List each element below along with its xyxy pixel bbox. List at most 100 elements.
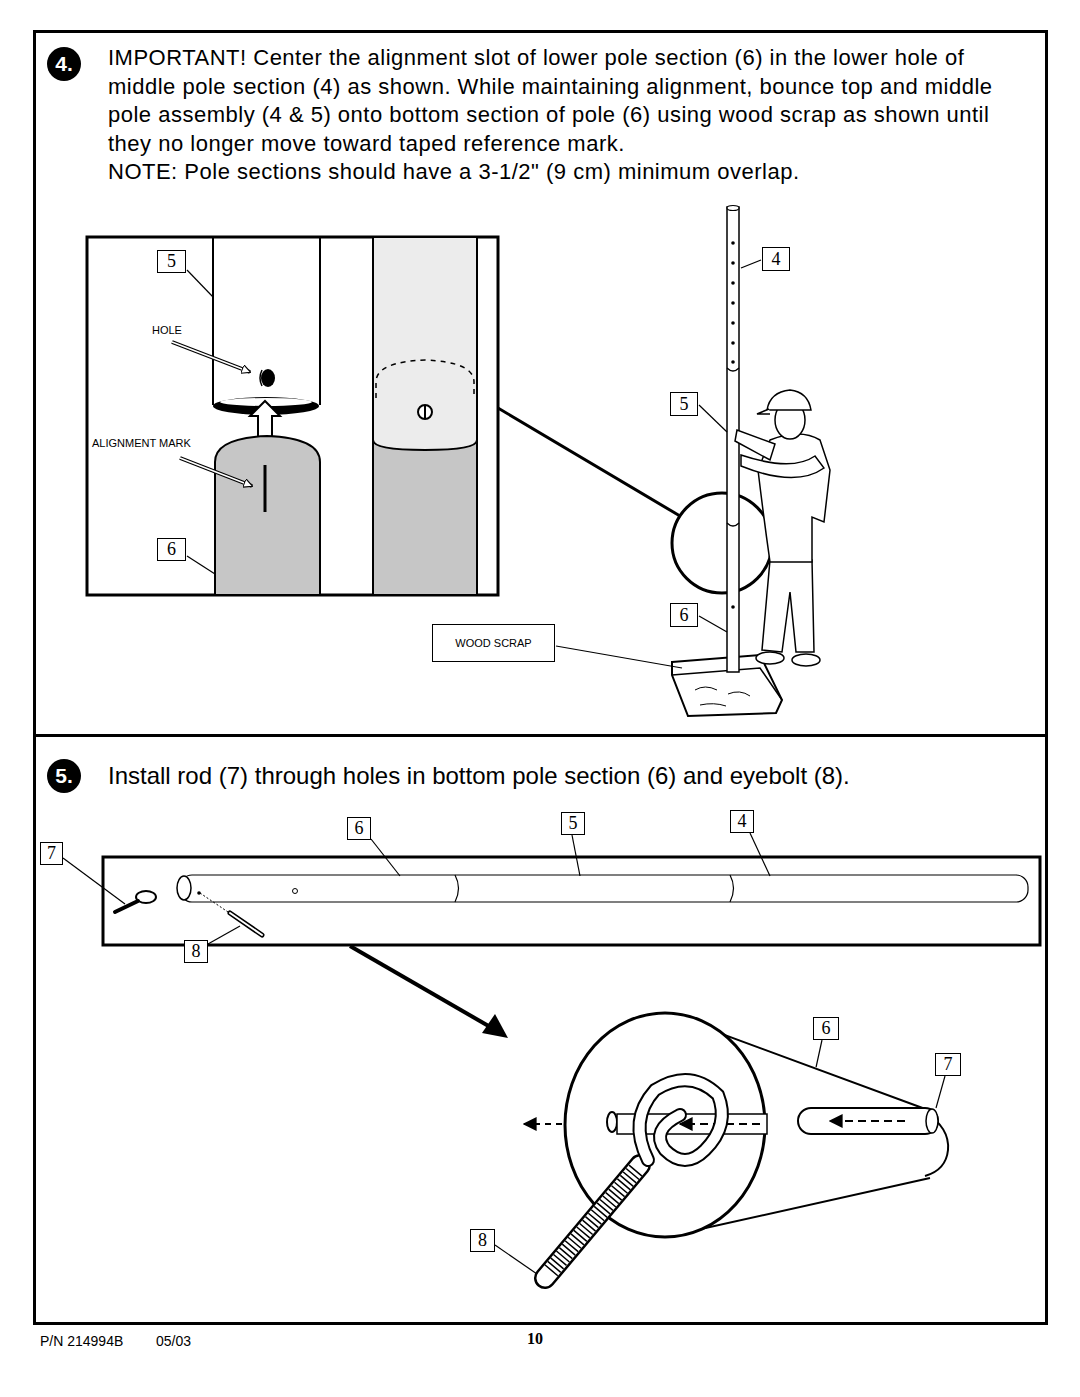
callout-number: 6 [167,539,176,560]
inset-detail [180,458,252,486]
step-panel: IMPORTANT! Center the alignment slot of … [33,30,1048,737]
callout-number: 7 [47,843,56,864]
zoom-arrow [482,1014,508,1038]
callout-number: 5 [680,394,689,415]
part-label: HOLE [152,324,182,336]
callout-box: 4 [730,810,754,833]
step-number: 5. [55,764,73,788]
rod-eyebolt-detail [639,1080,721,1160]
leader-lines [556,646,682,668]
callout-number: 8 [192,941,201,962]
part-label: ALIGNMENT MARK [92,437,191,449]
leader-lines [699,405,727,432]
leader-lines [63,858,125,904]
step-number-badge: 5. [47,759,81,793]
zoom-arrow [350,946,508,1038]
rod-eyebolt-detail [830,1120,905,1122]
pole-assembly-strip [230,913,262,935]
pole-assembly-strip [177,876,191,900]
step-panel: Install rod (7) through holes in bottom … [33,734,1048,1325]
callout-box: 6 [813,1017,839,1040]
leader-lines [187,260,761,668]
inset-detail [180,458,252,486]
pole-assembly-strip [103,857,1040,945]
person-figure [757,409,770,414]
rod-eyebolt-detail [545,1165,640,1278]
leader-lines [371,839,400,876]
page-number: 10 [527,1330,543,1348]
person-figure [792,654,820,666]
leader-lines [741,260,761,268]
callout-number: 8 [478,1230,487,1251]
leader-lines [572,835,580,876]
inset-detail [264,465,267,512]
callout-number: 6 [355,818,364,839]
callout-box: 6 [347,817,371,840]
callout-box: 4 [762,247,790,271]
revision-date: 05/03 [156,1333,191,1349]
part-name: WOOD SCRAP [455,637,531,649]
callout-box: 7 [935,1053,961,1076]
pole-assembly-strip [230,913,262,935]
person-figure [756,652,784,664]
step-number-badge: 4. [47,47,81,81]
leader-lines [495,1245,537,1274]
inset-detail [215,436,320,595]
inset-detail [172,342,250,372]
callout-box: 5 [157,250,186,273]
leader-lines [699,616,727,632]
inset-detail [213,237,320,405]
pole-assembly-strip [180,875,1028,902]
inset-detail [87,237,498,595]
part-number: P/N 214994B [40,1333,123,1349]
leader-lines [63,833,945,1274]
callout-box: 5 [561,812,585,835]
pole-upright [727,368,739,526]
inset-detail [260,370,262,386]
pole-assembly-strip [455,875,734,902]
callout-box: 5 [670,392,698,416]
rod-eyebolt-detail [607,1112,617,1132]
pole-assembly-strip [103,857,1040,945]
rod-eyebolt-detail [545,1165,640,1278]
person-figure [735,390,830,666]
callout-box: 7 [40,842,63,865]
step-number: 4. [55,52,73,76]
callout-number: 6 [680,605,689,626]
detail-pointer [498,408,680,516]
callout-number: 4 [772,249,781,270]
leader-lines [750,833,770,876]
inset-detail [373,237,477,450]
callout-number: 7 [944,1054,953,1075]
callout-number: 5 [569,813,578,834]
callout-box: 6 [670,603,698,627]
inset-detail [376,360,474,398]
instruction-text: IMPORTANT! Center the alignment slot of … [108,44,1033,158]
inset-detail [261,369,275,387]
callout-number: 4 [738,811,747,832]
pole-assembly-strip [200,893,228,912]
inset-detail [87,237,498,595]
rod-eyebolt-detail [549,1170,636,1273]
person-figure [741,455,824,478]
person-figure [762,560,814,652]
leader-lines [187,556,215,574]
zoom-arrow [350,946,492,1028]
person-figure [767,390,811,410]
inset-detail [373,237,477,595]
callout-box: 8 [470,1229,495,1252]
inset-detail [250,401,280,440]
callout-box: 6 [157,538,186,561]
instruction-block: IMPORTANT! Center the alignment slot of … [108,44,1033,187]
rod-eyebolt-detail [926,1109,938,1133]
wood-scrap [672,668,782,700]
detail-pointer [672,493,772,593]
instruction-text: Install rod (7) through holes in bottom … [108,760,1038,791]
pole-assembly-strip [115,901,138,912]
inset-detail [424,406,426,418]
rod-eyebolt-detail [524,1123,562,1125]
wood-scrap [695,687,750,706]
instruction-block: Install rod (7) through holes in bottom … [108,760,1038,791]
